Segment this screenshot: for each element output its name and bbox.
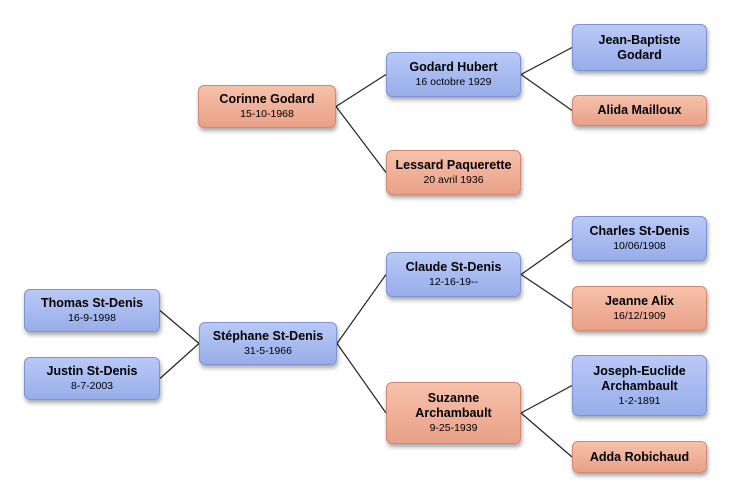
person-date: 16-9-1998 — [68, 312, 116, 325]
parent-link-suzanne-adda — [520, 412, 573, 458]
person-name: Alida Mailloux — [597, 103, 682, 117]
person-name: Jean-Baptiste Godard — [598, 32, 681, 62]
person-name: Joseph-Euclide Archambault — [593, 363, 686, 393]
person-name: Adda Robichaud — [589, 449, 690, 464]
parent-link-corinne-godard_hubert — [335, 73, 387, 108]
parent-link-corinne-lessard — [335, 106, 387, 173]
person-node-charles-st-denis[interactable]: Charles St-Denis 10/06/1908 — [572, 216, 707, 261]
person-node-thomas-st-denis[interactable]: Thomas St-Denis 16-9-1998 — [24, 289, 160, 332]
person-node-lessard-paquerette[interactable]: Lessard Paquerette 20 avril 1936 — [386, 150, 521, 195]
person-date: 20 avril 1936 — [423, 174, 484, 187]
person-node-joseph-euclide-archambault[interactable]: Joseph-Euclide Archambault 1-2-1891 — [572, 355, 707, 416]
parent-link-thomas-stephane — [159, 310, 200, 344]
person-date: 16 octobre 1929 — [415, 76, 492, 89]
parent-link-stephane-suzanne — [336, 343, 387, 414]
person-date: 16/12/1909 — [613, 310, 666, 323]
person-node-adda-robichaud[interactable]: Adda Robichaud — [572, 441, 707, 473]
parent-link-stephane-claude — [336, 274, 387, 344]
person-node-godard-hubert[interactable]: Godard Hubert 16 octobre 1929 — [386, 52, 521, 97]
person-name: Justin St-Denis — [46, 364, 138, 379]
person-node-corinne-godard[interactable]: Corinne Godard 15-10-1968 — [198, 85, 336, 128]
person-date: 9-25-1939 — [429, 422, 478, 435]
parent-link-godard_hubert-jean_baptiste — [520, 46, 573, 76]
person-date: 31-5-1966 — [244, 345, 292, 358]
person-name: Jeanne Alix — [604, 294, 674, 309]
parent-link-claude-charles — [520, 238, 573, 275]
parent-link-justin-stephane — [159, 343, 200, 379]
person-date: 1-2-1891 — [618, 394, 661, 407]
person-name: Charles St-Denis — [589, 224, 690, 239]
person-node-suzanne-archambault[interactable]: Suzanne Archambault 9-25-1939 — [386, 382, 521, 444]
person-node-claude-st-denis[interactable]: Claude St-Denis 12-16-19-- — [386, 252, 521, 297]
person-name: Stéphane St-Denis — [212, 329, 324, 344]
person-node-stephane-st-denis[interactable]: Stéphane St-Denis 31-5-1966 — [199, 322, 337, 365]
person-date: 15-10-1968 — [240, 108, 294, 121]
person-name: Lessard Paquerette — [395, 158, 512, 173]
person-node-jeanne-alix[interactable]: Jeanne Alix 16/12/1909 — [572, 286, 707, 331]
person-node-alida-mailloux[interactable]: Alida Mailloux — [572, 95, 707, 126]
person-name: Suzanne Archambault — [415, 391, 492, 421]
person-date: 8-7-2003 — [70, 380, 114, 393]
parent-link-claude-jeanne — [520, 274, 573, 309]
person-name: Corinne Godard — [219, 92, 315, 107]
parent-link-godard_hubert-alida — [520, 74, 573, 111]
person-name: Thomas St-Denis — [40, 296, 144, 311]
person-name: Godard Hubert — [409, 60, 498, 75]
parent-link-suzanne-joseph — [520, 384, 573, 414]
person-name: Claude St-Denis — [405, 260, 502, 275]
person-date: 12-16-19-- — [428, 276, 479, 289]
person-node-justin-st-denis[interactable]: Justin St-Denis 8-7-2003 — [24, 357, 160, 400]
person-date: 10/06/1908 — [613, 240, 666, 253]
person-node-jean-baptiste-godard[interactable]: Jean-Baptiste Godard — [572, 24, 707, 71]
